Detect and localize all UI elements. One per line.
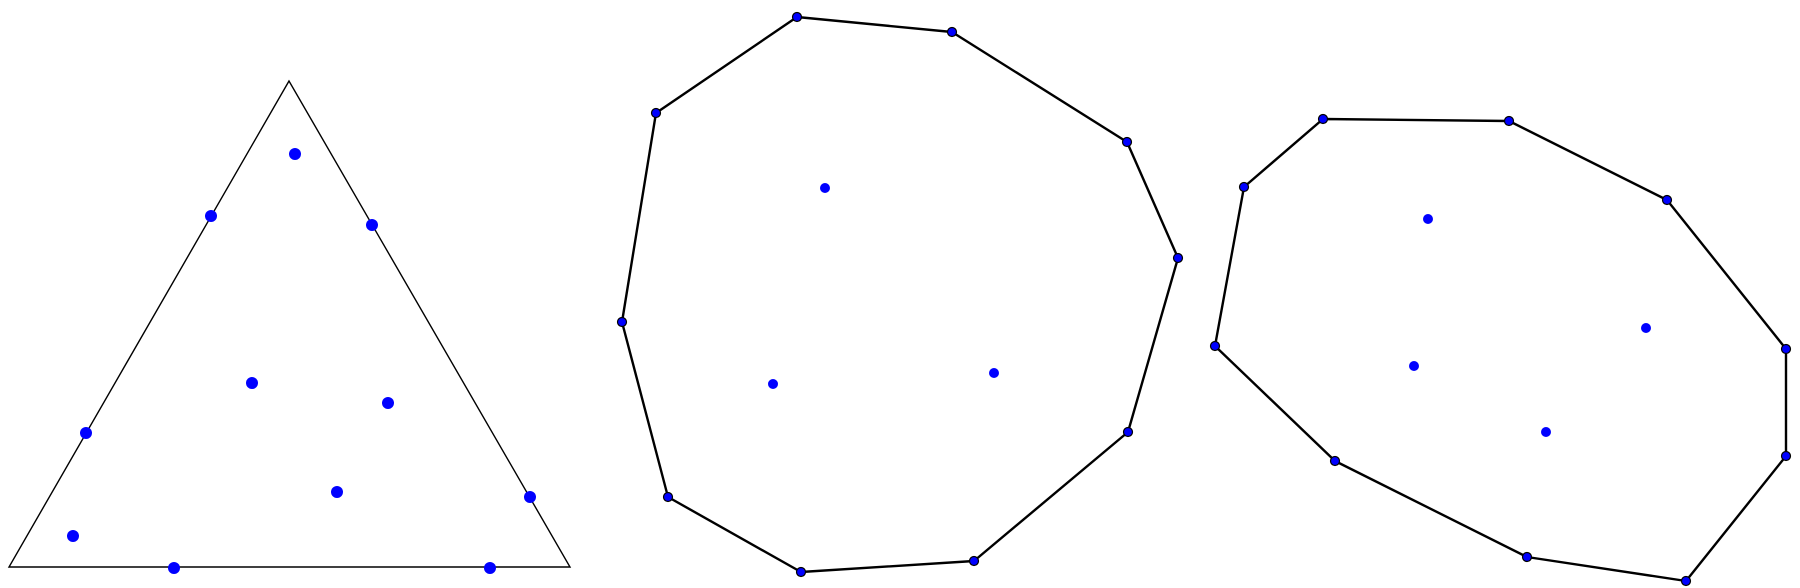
- polygon-3-vertex-point: [1238, 181, 1250, 193]
- polygon-3-interior-point: [1409, 361, 1419, 371]
- polygon-3-vertex-point: [1680, 575, 1692, 587]
- nonagon-vertex-point: [662, 491, 674, 503]
- polygon-3-interior-point: [1541, 427, 1551, 437]
- triangle-boundary-point: [168, 562, 180, 574]
- triangle-boundary-point: [80, 427, 92, 439]
- triangle-boundary-point: [484, 562, 496, 574]
- polygon-3-vertex-point: [1780, 450, 1792, 462]
- nonagon-vertex-point: [946, 26, 958, 38]
- triangle-boundary-point: [524, 491, 536, 503]
- nonagon-interior-point: [989, 368, 999, 378]
- triangle-figure: [7, 79, 572, 574]
- nonagon-vertex-point: [650, 107, 662, 119]
- polygon-3-vertex-set: [1209, 113, 1792, 587]
- polygon-3-vertex-point: [1661, 194, 1673, 206]
- nonagon-vertex-point: [968, 555, 980, 567]
- polygon-3-interior-point: [1641, 323, 1651, 333]
- nonagon-interior-point-set: [768, 183, 999, 389]
- polygon-3-interior-point: [1423, 214, 1433, 224]
- nonagon-figure: [616, 11, 1184, 578]
- polygon-3-vertex-point: [1209, 340, 1221, 352]
- nonagon-vertex-point: [1121, 136, 1133, 148]
- polygon-3-vertex-point: [1329, 455, 1341, 467]
- nonagon-vertex-point: [1172, 252, 1184, 264]
- triangle-interior-point: [382, 397, 394, 409]
- nonagon-vertex-set: [616, 11, 1184, 578]
- polygon-3-vertex-point: [1317, 113, 1329, 125]
- polygon-3-vertex-point: [1503, 115, 1515, 127]
- nonagon-vertex-point: [795, 566, 807, 578]
- triangle-interior-point: [67, 530, 79, 542]
- triangle-interior-point: [289, 148, 301, 160]
- nonagon-interior-point: [820, 183, 830, 193]
- nonagon-interior-point: [768, 379, 778, 389]
- nonagon-vertex-point: [1122, 426, 1134, 438]
- triangle-boundary-point: [366, 219, 378, 231]
- nonagon-vertex-point: [616, 316, 628, 328]
- triangle-point-set: [67, 148, 536, 574]
- triangle-interior-point: [246, 377, 258, 389]
- triangle-outline: [7, 79, 572, 568]
- nonagon-vertex-point: [791, 11, 803, 23]
- polygon-3-figure: [1209, 113, 1792, 587]
- polygon-3-interior-point-set: [1409, 214, 1651, 437]
- triangle-interior-point: [331, 486, 343, 498]
- triangle-boundary-point: [205, 210, 217, 222]
- polygon-3-vertex-point: [1780, 343, 1792, 355]
- polygon-3-vertex-point: [1521, 551, 1533, 563]
